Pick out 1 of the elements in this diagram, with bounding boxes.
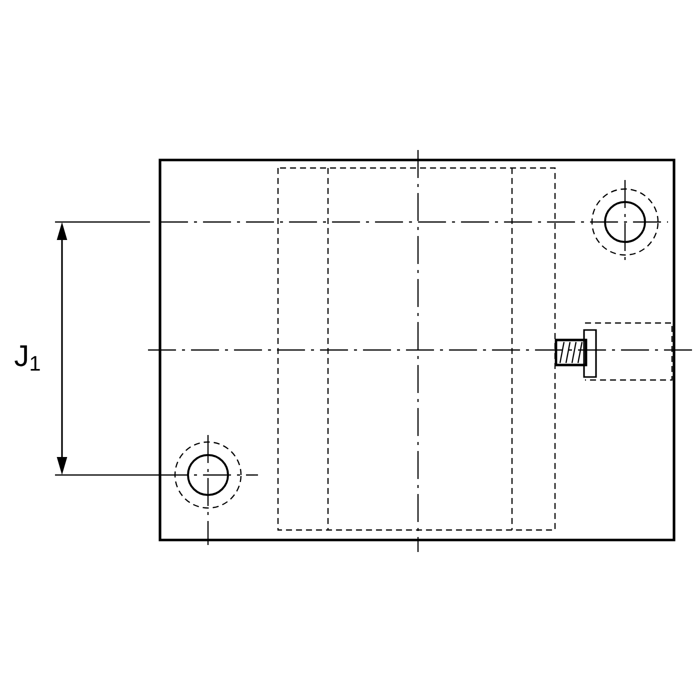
dimension-label: J$_{1}$ bbox=[14, 345, 40, 371]
